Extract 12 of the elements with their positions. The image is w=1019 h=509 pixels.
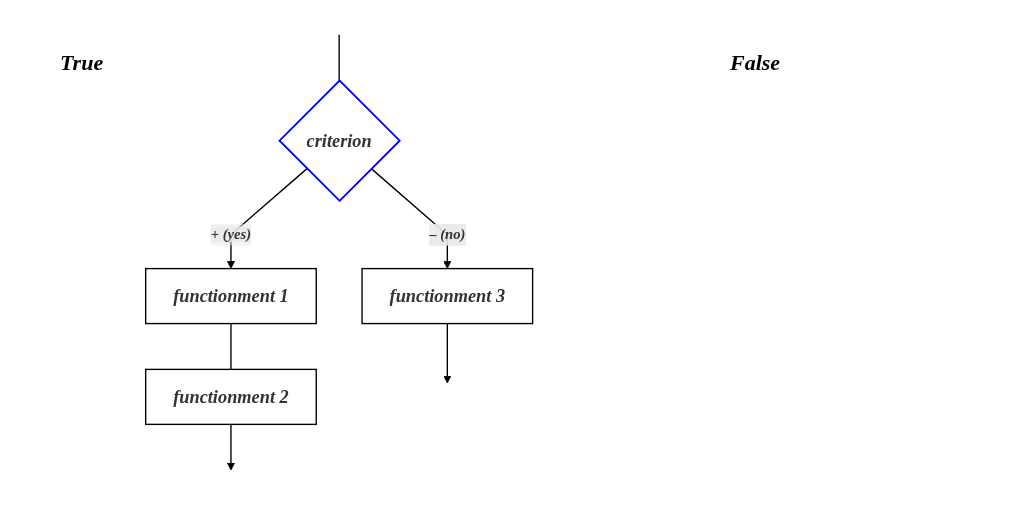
connector <box>230 322 232 371</box>
arrow <box>226 423 235 471</box>
node-box: functionment 2 <box>145 368 317 426</box>
edge-label: + (yes) <box>210 226 252 243</box>
node-box: functionment 3 <box>361 267 534 325</box>
node-box: functionment 1 <box>145 267 317 325</box>
branch-label: False <box>730 50 781 76</box>
arrow <box>443 322 452 384</box>
connector <box>338 34 340 82</box>
branch-label: True <box>60 50 104 76</box>
edge-label: – (no) <box>429 226 466 243</box>
node-diamond: criterion <box>278 79 401 203</box>
